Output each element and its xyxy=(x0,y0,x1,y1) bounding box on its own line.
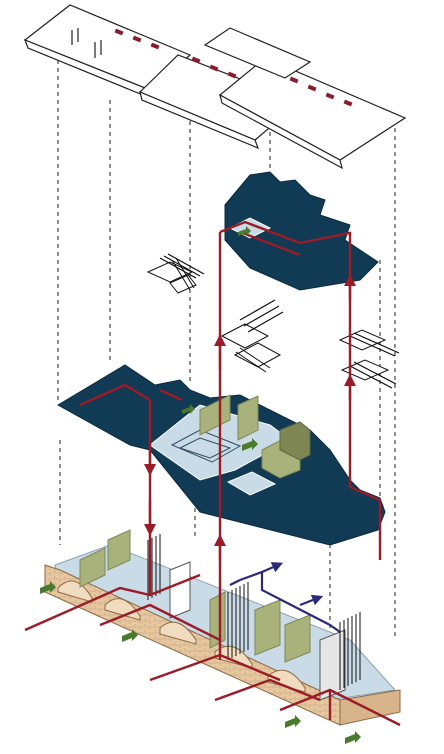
circulation-blue xyxy=(229,562,341,633)
roof-ridge-section xyxy=(203,27,312,79)
circulation-path-upper-loop xyxy=(219,220,382,560)
circulation-path-main xyxy=(24,573,201,632)
circulation-path-ground-2 xyxy=(149,653,281,682)
circulation-path-ground-3 xyxy=(214,678,321,702)
circulation-path-middle xyxy=(79,383,151,407)
staircase-upper-left xyxy=(146,253,205,294)
circulation-path-ground-1 xyxy=(99,603,221,642)
upper-floor-slab xyxy=(224,171,379,291)
brick-base-right xyxy=(339,689,401,726)
entry-arrow-icon xyxy=(40,581,56,594)
middle-floor-furniture xyxy=(170,429,242,463)
entry-arrows xyxy=(40,226,361,744)
middle-floor-light-room-2 xyxy=(226,471,277,496)
circulation-path-mid-horizontal xyxy=(159,388,183,402)
circulation-path-blue xyxy=(239,570,341,633)
entry-arrow-icon xyxy=(285,715,301,728)
entry-arrow-icon xyxy=(242,438,258,451)
middle-floor-partitions xyxy=(199,394,311,479)
skylights xyxy=(114,28,353,107)
staircase-middle xyxy=(220,299,284,373)
circulation-red xyxy=(24,220,401,727)
roof-middle-front xyxy=(139,90,260,150)
entry-arrow-icon xyxy=(345,731,361,744)
ground-floor-partitions xyxy=(79,529,346,701)
circulation-path-upper-connector xyxy=(239,230,301,257)
entry-arrow-icon xyxy=(238,226,251,236)
roof-right-front xyxy=(219,93,343,170)
ground-floor-screens xyxy=(147,534,361,690)
roof-layer xyxy=(23,4,407,170)
entry-arrow-icon xyxy=(122,629,138,642)
ground-floor-layer xyxy=(44,529,401,726)
roof-chimneys xyxy=(71,28,102,58)
entry-arrow-icon xyxy=(182,404,195,414)
